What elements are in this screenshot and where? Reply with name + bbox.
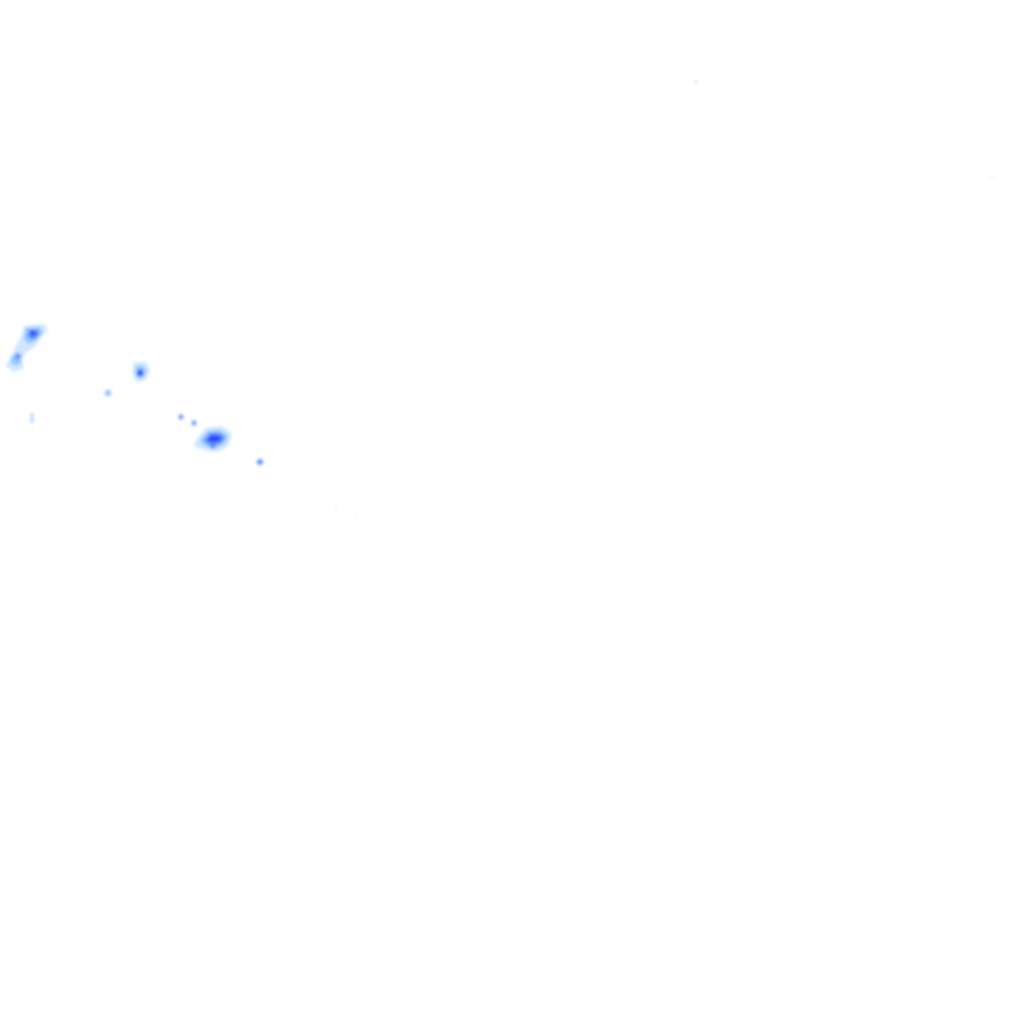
precip-cell-c <box>194 426 232 452</box>
precip-cell-a <box>6 324 48 372</box>
precip-cell-b <box>132 362 150 382</box>
precip-speckles <box>11 80 994 518</box>
